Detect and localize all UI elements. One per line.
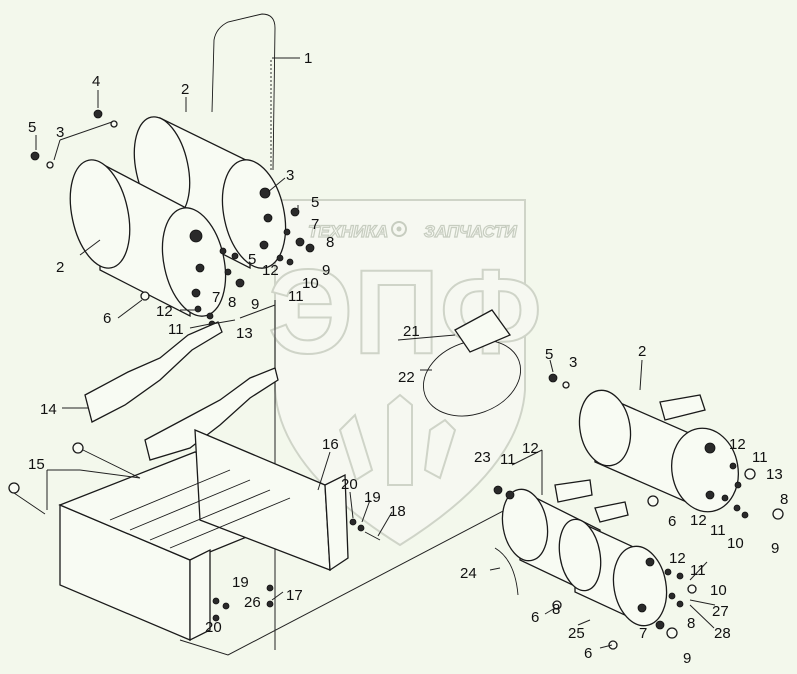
callout-6: 6 (103, 310, 111, 327)
callout-2: 2 (56, 259, 64, 276)
callout-4: 4 (92, 73, 100, 90)
callout-10: 10 (302, 275, 319, 292)
callout-labels: 1 2 2 2 3 3 3 4 5 5 5 5 6 6 6 6 7 7 7 8 … (28, 50, 788, 667)
callout-7: 7 (212, 289, 220, 306)
callout-19: 19 (232, 574, 249, 591)
callout-6: 6 (531, 609, 539, 626)
callout-26: 26 (244, 594, 261, 611)
callout-9: 9 (771, 540, 779, 557)
callout-11: 11 (752, 449, 768, 466)
callout-3: 3 (56, 124, 64, 141)
callout-12: 12 (669, 550, 686, 567)
callout-6: 6 (668, 513, 676, 530)
callout-2: 2 (181, 81, 189, 98)
watermark-logo-letters: ЭПФ (268, 245, 542, 379)
callout-8: 8 (228, 294, 236, 311)
callout-24: 24 (460, 565, 477, 582)
tank-cradles (84, 321, 279, 461)
callout-18: 18 (389, 503, 406, 520)
callout-13: 13 (236, 325, 253, 342)
callout-11: 11 (690, 562, 706, 579)
watermark-brand-right: ЗАПЧАСТИ (424, 222, 517, 241)
air-tank-upper-front (69, 159, 227, 318)
callout-22: 22 (398, 369, 415, 386)
callout-7: 7 (639, 625, 647, 642)
callout-25: 25 (568, 625, 585, 642)
callout-10: 10 (727, 535, 744, 552)
leader-lines (35, 57, 716, 649)
callout-23: 23 (474, 449, 491, 466)
callout-9: 9 (683, 650, 691, 667)
callout-12: 12 (156, 303, 173, 320)
callout-11: 11 (500, 451, 516, 468)
callout-5: 5 (545, 346, 553, 363)
air-tank-right-rear (578, 389, 739, 513)
callout-2: 2 (638, 343, 646, 360)
air-tank-right-front-2 (558, 501, 668, 627)
callout-19: 19 (364, 489, 381, 506)
callout-20: 20 (341, 476, 358, 493)
callout-8: 8 (326, 234, 334, 251)
callout-3: 3 (569, 354, 577, 371)
callout-11: 11 (710, 522, 726, 539)
callout-8: 8 (780, 491, 788, 508)
tank-clamp (422, 309, 522, 417)
callout-16: 16 (322, 436, 339, 453)
callout-11: 11 (168, 321, 184, 338)
callout-5: 5 (311, 194, 319, 211)
cable-assembly (8, 442, 141, 515)
watermark-tower-icon (338, 393, 457, 486)
mounting-frame (58, 428, 349, 642)
callout-3: 3 (286, 167, 294, 184)
callout-6: 6 (584, 645, 592, 662)
callout-9: 9 (251, 296, 259, 313)
callout-7: 7 (311, 216, 319, 233)
watermark: ЭПФ ТЕХНИКА ЗАПЧАСТИ (267, 199, 543, 547)
callout-14: 14 (40, 401, 57, 418)
callout-5: 5 (248, 251, 256, 268)
callout-8: 8 (552, 601, 560, 618)
callout-1: 1 (304, 50, 312, 67)
callout-15: 15 (28, 456, 45, 473)
fittings-right (212, 373, 784, 650)
callout-12: 12 (690, 512, 707, 529)
watermark-gear-icon (391, 221, 407, 237)
callout-11: 11 (288, 288, 304, 305)
callout-8: 8 (687, 615, 695, 632)
callout-12: 12 (262, 262, 279, 279)
callout-5: 5 (28, 119, 36, 136)
callout-9: 9 (322, 262, 330, 279)
watermark-brand-left: ТЕХНИКА (308, 222, 388, 241)
callout-12: 12 (729, 436, 746, 453)
callout-17: 17 (286, 587, 303, 604)
callout-20: 20 (205, 619, 222, 636)
callout-12: 12 (522, 440, 539, 457)
callout-21: 21 (403, 323, 420, 340)
callout-10: 10 (710, 582, 727, 599)
air-hose (211, 13, 276, 171)
callout-27: 27 (712, 603, 729, 620)
callout-13: 13 (766, 466, 783, 483)
callout-28: 28 (714, 625, 731, 642)
